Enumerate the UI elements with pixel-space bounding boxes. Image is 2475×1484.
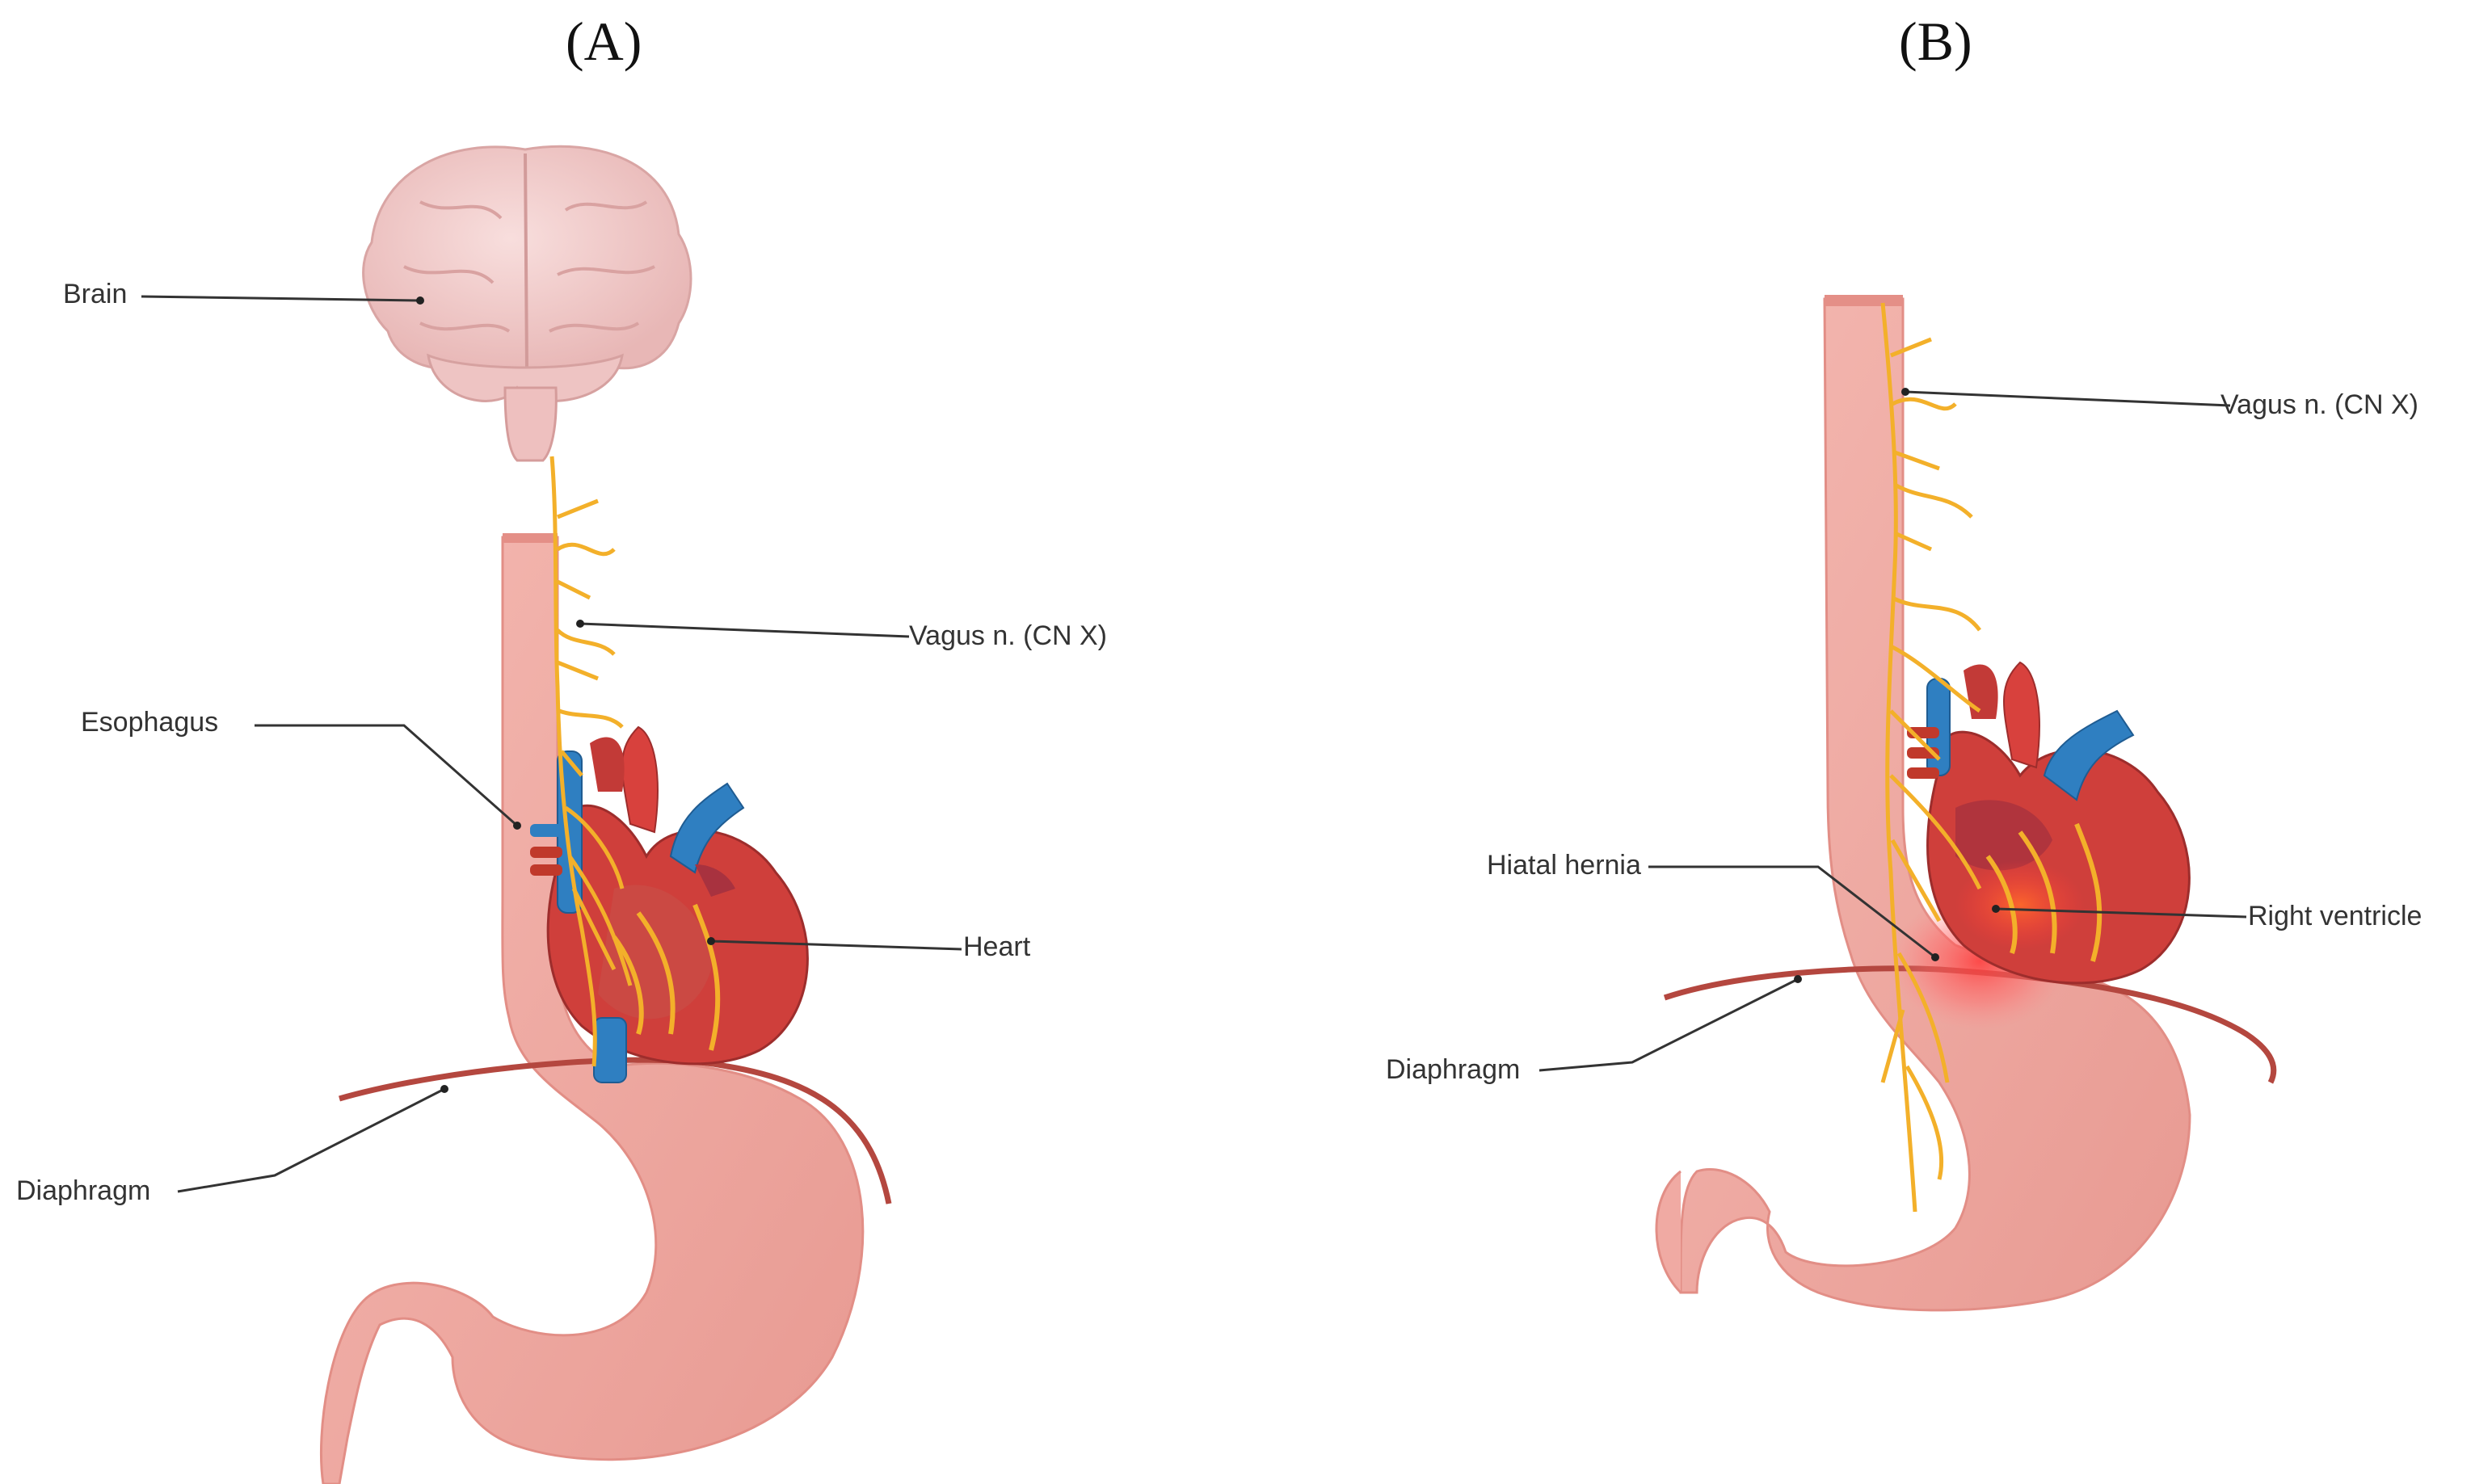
panel-b-title: (B) xyxy=(1899,11,1972,72)
panel-a xyxy=(141,145,962,1484)
heart-illustration-a xyxy=(530,725,809,1083)
label-right-ventricle: Right ventricle xyxy=(2248,901,2422,931)
leader-dots-a xyxy=(416,296,715,1093)
label-heart: Heart xyxy=(963,931,1031,962)
vagus-nerve-b xyxy=(1880,302,1982,1213)
vagus-nerve-a xyxy=(549,456,633,1067)
label-hiatal-hernia: Hiatal hernia xyxy=(1487,850,1641,881)
label-diaphragm-a: Diaphragm xyxy=(16,1175,151,1206)
esophagus-stomach-a xyxy=(319,533,865,1484)
leader-lines-a xyxy=(141,295,962,1193)
label-esophagus: Esophagus xyxy=(81,707,219,738)
label-vagus-b: Vagus n. (CN X) xyxy=(2220,389,2419,420)
label-brain: Brain xyxy=(63,279,128,309)
panel-a-title: (A) xyxy=(566,11,642,72)
label-vagus-a: Vagus n. (CN X) xyxy=(909,620,1108,651)
leader-dots-b xyxy=(1794,388,2000,983)
leader-lines-b xyxy=(1538,390,2247,1072)
label-diaphragm-b: Diaphragm xyxy=(1386,1054,1521,1085)
brain-illustration xyxy=(362,145,692,462)
panel-b xyxy=(1538,295,2277,1312)
